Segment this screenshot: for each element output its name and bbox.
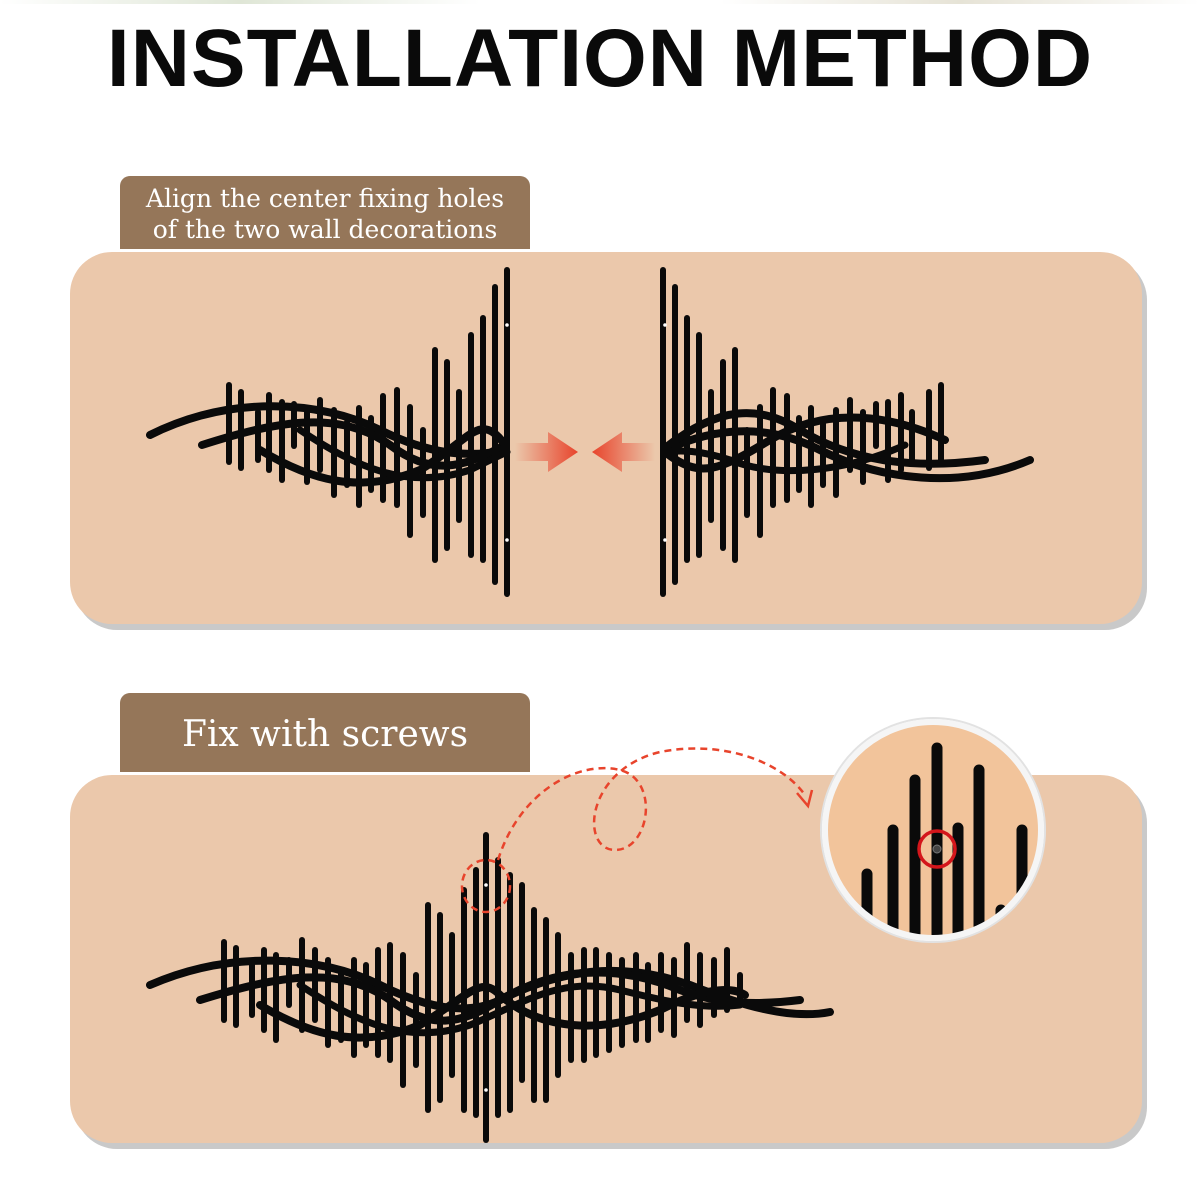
- step2-label-tab: Fix with screws: [120, 693, 530, 775]
- step1-label-line1: Align the center fixing holes: [145, 184, 505, 213]
- top-edge-strip: [0, 0, 1200, 4]
- step2-label: Fix with screws: [181, 713, 469, 755]
- step2-panel: [70, 775, 1142, 1143]
- step1-label-line2: of the two wall decorations: [152, 215, 498, 244]
- page-title: INSTALLATION METHOD: [106, 13, 1094, 104]
- step1-label-tab: Align the center fixing holes of the two…: [120, 176, 530, 252]
- step1-panel: [70, 252, 1142, 624]
